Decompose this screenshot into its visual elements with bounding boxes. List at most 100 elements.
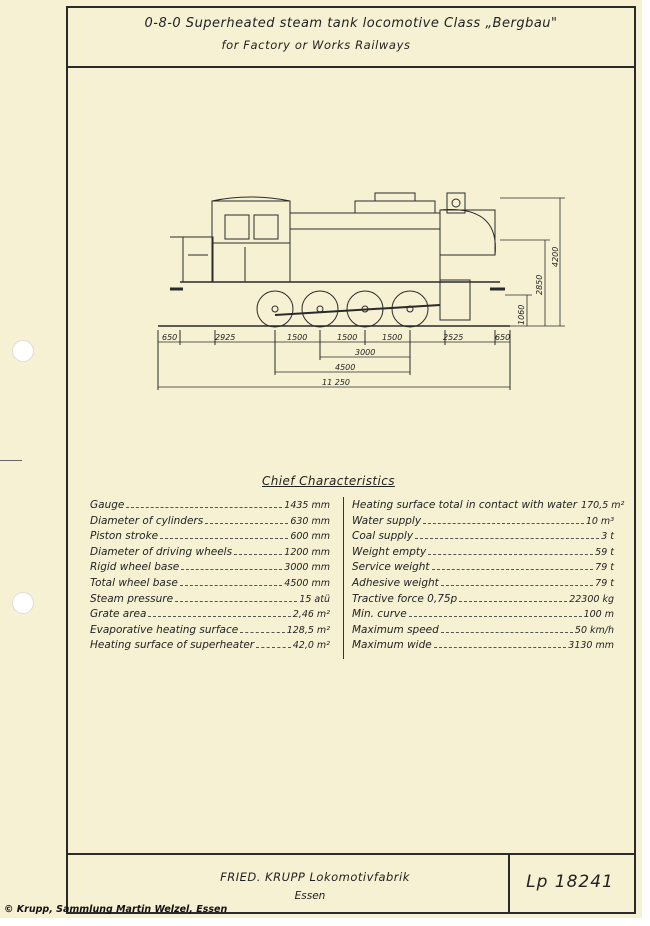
dim-height-2850: 2850 — [535, 275, 544, 295]
punch-hole — [12, 340, 34, 362]
spec-label: Diameter of cylinders — [90, 514, 204, 527]
spec-value: 3130 mm — [568, 640, 614, 652]
cab — [211, 196, 291, 283]
spec-value: 600 mm — [290, 531, 330, 543]
dim-2925: 2925 — [215, 333, 235, 342]
drawing-number: Lp 18241 — [526, 872, 614, 892]
spec-label: Service weight — [352, 561, 430, 574]
dim-height-4200: 4200 — [551, 247, 560, 267]
document-title: 0-8-0 Superheated steam tank locomotive … — [144, 16, 558, 31]
fold-mark — [0, 460, 22, 461]
spec-row: Heating surface total in contact with wa… — [352, 498, 624, 514]
spec-row: Total wheel base 4500 mm — [90, 576, 330, 592]
spec-value: 50 km/h — [574, 624, 614, 636]
title-frame — [66, 6, 636, 914]
dim-650-front: 650 — [495, 333, 510, 342]
characteristics-right-column: Heating surface total in contact with wa… — [352, 498, 624, 654]
spec-label: Steam pressure — [90, 592, 174, 605]
spec-row: Coal supply 3 t — [352, 529, 614, 545]
characteristics-title: Chief Characteristics — [262, 474, 395, 488]
spec-label: Total wheel base — [90, 576, 178, 589]
characteristics-left-column: Gauge 1435 mm Diameter of cylinders 630 mm… — [90, 498, 330, 654]
spec-row: Piston stroke 600 mm — [90, 529, 330, 545]
spec-row: Grate area 2,46 m² — [90, 607, 330, 623]
spec-value: 10 m³ — [585, 515, 614, 527]
spec-row: Maximum wide 3130 mm — [352, 638, 614, 654]
side-tank — [289, 212, 441, 283]
spec-label: Evaporative heating surface — [90, 623, 239, 636]
spec-label: Diameter of driving wheels — [90, 545, 233, 558]
spec-label: Heating surface of superheater — [90, 639, 255, 652]
dim-2525: 2525 — [443, 333, 463, 342]
spec-label: Gauge — [90, 499, 125, 511]
spec-value: 59 t — [595, 546, 614, 558]
spec-row: Steam pressure 15 atü — [90, 592, 330, 608]
spec-value: 42,0 m² — [292, 640, 330, 652]
spec-label: Grate area — [90, 608, 147, 621]
spec-row: Heating surface of superheater 42,0 m² — [90, 638, 330, 654]
document-subtitle: for Factory or Works Railways — [221, 38, 411, 52]
boiler — [354, 192, 496, 256]
spec-value: 100 m — [583, 609, 614, 621]
spec-row: Tractive force 0,75p 22300 kg — [352, 592, 614, 608]
spec-value: 128,5 m² — [286, 624, 330, 636]
spec-label: Min. curve — [352, 608, 407, 621]
spec-value: 170,5 m² — [581, 500, 625, 511]
spec-row: Diameter of driving wheels 1200 mm — [90, 545, 330, 561]
spec-row: Rigid wheel base 3000 mm — [90, 560, 330, 576]
spec-label: Coal supply — [352, 530, 414, 543]
spec-row: Water supply 10 m³ — [352, 514, 614, 530]
chimney — [446, 192, 466, 214]
spec-value: 79 t — [595, 577, 614, 589]
spec-label: Maximum speed — [352, 623, 439, 636]
dim-1500-2: 1500 — [337, 333, 357, 342]
spec-label: Water supply — [352, 514, 422, 527]
column-divider — [343, 497, 344, 659]
spec-value: 2,46 m² — [292, 609, 330, 621]
drawing-sheet — [0, 0, 642, 918]
spec-label: Tractive force 0,75p — [352, 592, 458, 605]
spec-row: Weight empty 59 t — [352, 545, 614, 561]
dim-1500-3: 1500 — [382, 333, 402, 342]
header-divider — [66, 66, 636, 68]
dim-height-1060: 1060 — [517, 305, 526, 325]
spec-label: Rigid wheel base — [90, 561, 180, 574]
spec-row: Service weight 79 t — [352, 560, 614, 576]
spec-value: 1200 mm — [284, 546, 330, 558]
spec-value: 630 mm — [290, 515, 330, 527]
spec-value: 15 atü — [299, 593, 330, 605]
spec-value: 3 t — [601, 531, 614, 543]
manufacturer-name: FRIED. KRUPP Lokomotivfabrik — [220, 870, 410, 884]
punch-hole — [12, 592, 34, 614]
spec-label: Weight empty — [352, 545, 427, 558]
spec-value: 79 t — [595, 562, 614, 574]
spec-label: Heating surface total in contact with wa… — [352, 499, 578, 511]
spec-value: 3000 mm — [284, 562, 330, 574]
spec-value: 1435 mm — [284, 500, 330, 511]
coal-bunker — [170, 236, 214, 283]
spec-value: 22300 kg — [569, 593, 614, 605]
spec-label: Piston stroke — [90, 530, 159, 543]
dim-4500: 4500 — [335, 363, 355, 372]
spec-row: Maximum speed 50 km/h — [352, 623, 614, 639]
spec-value: 4500 mm — [284, 577, 330, 589]
dim-650-rear: 650 — [162, 333, 177, 342]
locomotive-side-elevation: 650 2925 1500 1500 1500 2525 650 3000 45… — [157, 192, 565, 390]
spec-row: Evaporative heating surface 128,5 m² — [90, 623, 330, 639]
footer-divider — [66, 853, 636, 855]
spec-row: Gauge 1435 mm — [90, 498, 330, 514]
spec-label: Adhesive weight — [352, 576, 439, 589]
coupling-rod — [274, 304, 441, 316]
spec-row: Min. curve 100 m — [352, 607, 614, 623]
driving-wheels — [256, 290, 429, 328]
spec-row: Adhesive weight 79 t — [352, 576, 614, 592]
spec-row: Diameter of cylinders 630 mm — [90, 514, 330, 530]
image-credit: © Krupp, Sammlung Martin Welzel, Essen — [4, 904, 228, 915]
footer-column-divider — [508, 853, 510, 914]
dim-3000: 3000 — [355, 348, 375, 357]
spec-label: Maximum wide — [352, 639, 432, 652]
manufacturer-city: Essen — [294, 890, 326, 902]
dim-11250: 11 250 — [322, 378, 350, 387]
cylinder — [439, 279, 471, 321]
dim-1500-1: 1500 — [287, 333, 307, 342]
